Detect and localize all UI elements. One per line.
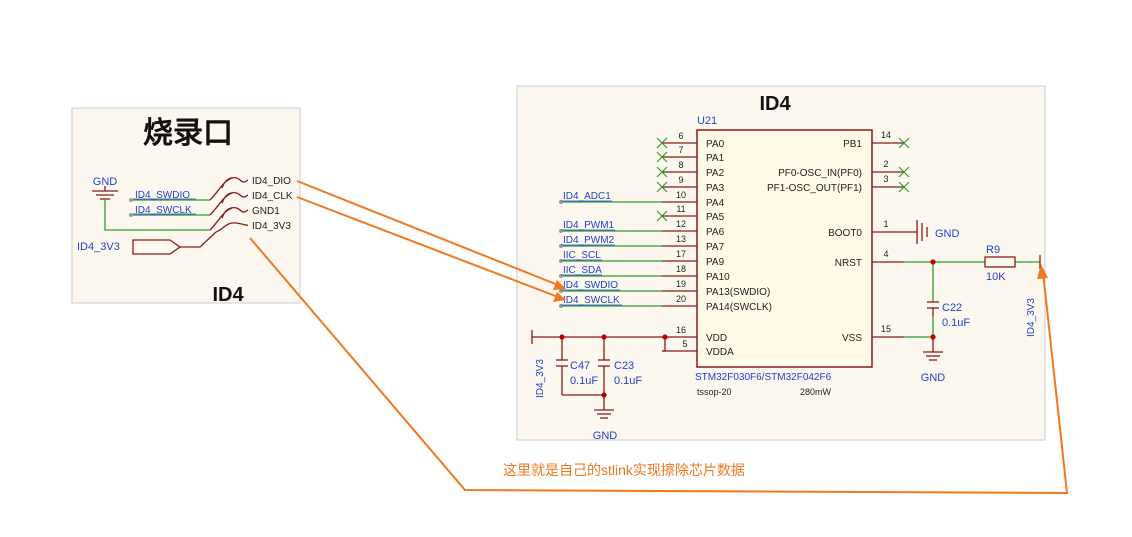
cap-c47-value: 0.1uF — [570, 375, 598, 387]
pin-num: 11 — [676, 204, 685, 214]
cap-c22-value: 0.1uF — [942, 317, 970, 329]
pin-name: PA10 — [706, 272, 730, 283]
no-connect-marks-right — [898, 137, 910, 193]
resistor-ref: R9 — [986, 244, 1000, 256]
annotation-arrows — [249, 180, 1069, 495]
pin-name: PF1-OSC_OUT(PF1) — [767, 183, 862, 194]
gnd-label-c22: GND — [921, 372, 946, 384]
port-label-3v3: ID4_3V3 — [77, 241, 120, 253]
net-label-swclk: ID4_SWCLK — [563, 295, 620, 306]
pin-num: 8 — [678, 160, 683, 170]
pin-num: 14 — [881, 130, 891, 140]
pin-num: 20 — [676, 294, 686, 304]
pin-num: 7 — [678, 145, 683, 155]
pin-num: 6 — [678, 131, 683, 141]
pin-name: PA14(SWCLK) — [706, 302, 772, 313]
programming-port-panel: 烧录口 ID4 GND ID4_SWDIO ID4_SWCLK ID4_3V3 — [71, 107, 301, 306]
chip-ref: U21 — [697, 115, 717, 127]
pin-name: PA1 — [706, 153, 725, 164]
connector-pin-4: ID4_3V3 — [252, 221, 291, 232]
pin-name: BOOT0 — [828, 228, 862, 239]
chip-part-number: STM32F030F6/STM32F042F6 — [695, 372, 832, 383]
connector-pin-3: GND1 — [252, 206, 280, 217]
gnd-label: GND — [93, 176, 118, 188]
net-label-swdio: ID4_SWDIO — [563, 280, 618, 291]
pin-name: PA3 — [706, 183, 725, 194]
pin-num: 18 — [676, 264, 686, 274]
mcu-chip-body — [696, 129, 873, 368]
pin-num: 17 — [676, 249, 686, 259]
cap-c22-ref: C22 — [942, 302, 962, 314]
connector-pin-1: ID4_DIO — [252, 176, 291, 187]
pin-name: PA4 — [706, 198, 725, 209]
cap-c47-ref: C47 — [570, 360, 590, 372]
net-label-swdio: ID4_SWDIO — [135, 190, 190, 201]
nrst-network — [904, 261, 1040, 338]
boot0-ground-symbol — [916, 220, 928, 244]
net-label-iic-sda: IIC_SDA — [563, 265, 602, 276]
net-label-swclk: ID4_SWCLK — [135, 205, 192, 216]
panel-subtitle: ID4 — [212, 284, 244, 306]
pin-num: 19 — [676, 279, 686, 289]
net-label-pwm2: ID4_PWM2 — [563, 235, 615, 246]
pin-num: 13 — [676, 234, 686, 244]
pin-num: 1 — [883, 219, 888, 229]
pin-name: NRST — [835, 258, 862, 269]
gnd-label-bottom: GND — [593, 430, 618, 442]
pin-name: PA6 — [706, 227, 725, 238]
arrow-3v3-loop — [249, 237, 1069, 495]
pin-name: VDDA — [706, 347, 734, 358]
wire-gnd-left — [104, 199, 210, 231]
pin-num: 10 — [676, 190, 686, 200]
header-connector — [209, 176, 249, 233]
pin-num: 16 — [676, 325, 686, 335]
pin-name: PA7 — [706, 242, 725, 253]
right-pin-stubs — [872, 142, 917, 338]
pin-name: VSS — [842, 333, 862, 344]
pin-num: 9 — [678, 175, 683, 185]
power-label-3v3: ID4_3V3 — [535, 359, 546, 398]
left-pin-stubs — [662, 142, 697, 352]
pin-name: PA0 — [706, 139, 725, 150]
annotation-text: 这里就是自己的stlink实现擦除芯片数据 — [503, 462, 745, 478]
net-label-iic-scl: IIC_SCL — [563, 250, 601, 261]
pin-num: 3 — [883, 174, 888, 184]
panel-title: 烧录口 — [143, 117, 233, 150]
connector-pin-2: ID4_CLK — [252, 191, 293, 202]
cap-c23-value: 0.1uF — [614, 375, 642, 387]
pin-num: 5 — [682, 339, 687, 349]
left-net-wires — [560, 201, 662, 307]
cap-c23-ref: C23 — [614, 360, 634, 372]
power-label-3v3-right: ID4_3V3 — [1026, 298, 1037, 337]
arrow-swdio — [296, 180, 559, 286]
pin-name: VDD — [706, 333, 727, 344]
gnd-label-boot0: GND — [935, 228, 960, 240]
pin-num: 12 — [676, 219, 686, 229]
resistor-value: 10K — [986, 271, 1006, 283]
pin-name: PF0-OSC_IN(PF0) — [778, 168, 862, 179]
pin-num: 15 — [881, 324, 891, 334]
pin-num: 4 — [883, 249, 888, 259]
panel-title: ID4 — [759, 93, 791, 115]
net-label-adc1: ID4_ADC1 — [563, 191, 611, 202]
chip-power: 280mW — [800, 387, 832, 397]
pin-name: PA9 — [706, 257, 725, 268]
mcu-schematic-panel: ID4 U21 STM32F030F6/STM32F042F6 tssop-20… — [516, 85, 1046, 442]
pin-name: PA2 — [706, 168, 725, 179]
pin-num: 2 — [883, 159, 888, 169]
pin-name: PB1 — [843, 139, 862, 150]
no-connect-marks-left — [656, 137, 668, 222]
pin-name: PA13(SWDIO) — [706, 287, 770, 298]
pin-name: PA5 — [706, 212, 725, 223]
net-label-pwm1: ID4_PWM1 — [563, 220, 615, 231]
panel-background — [71, 107, 301, 304]
arrow-swclk — [296, 196, 559, 298]
chip-package: tssop-20 — [697, 387, 732, 397]
port-3v3-symbol — [132, 239, 182, 255]
